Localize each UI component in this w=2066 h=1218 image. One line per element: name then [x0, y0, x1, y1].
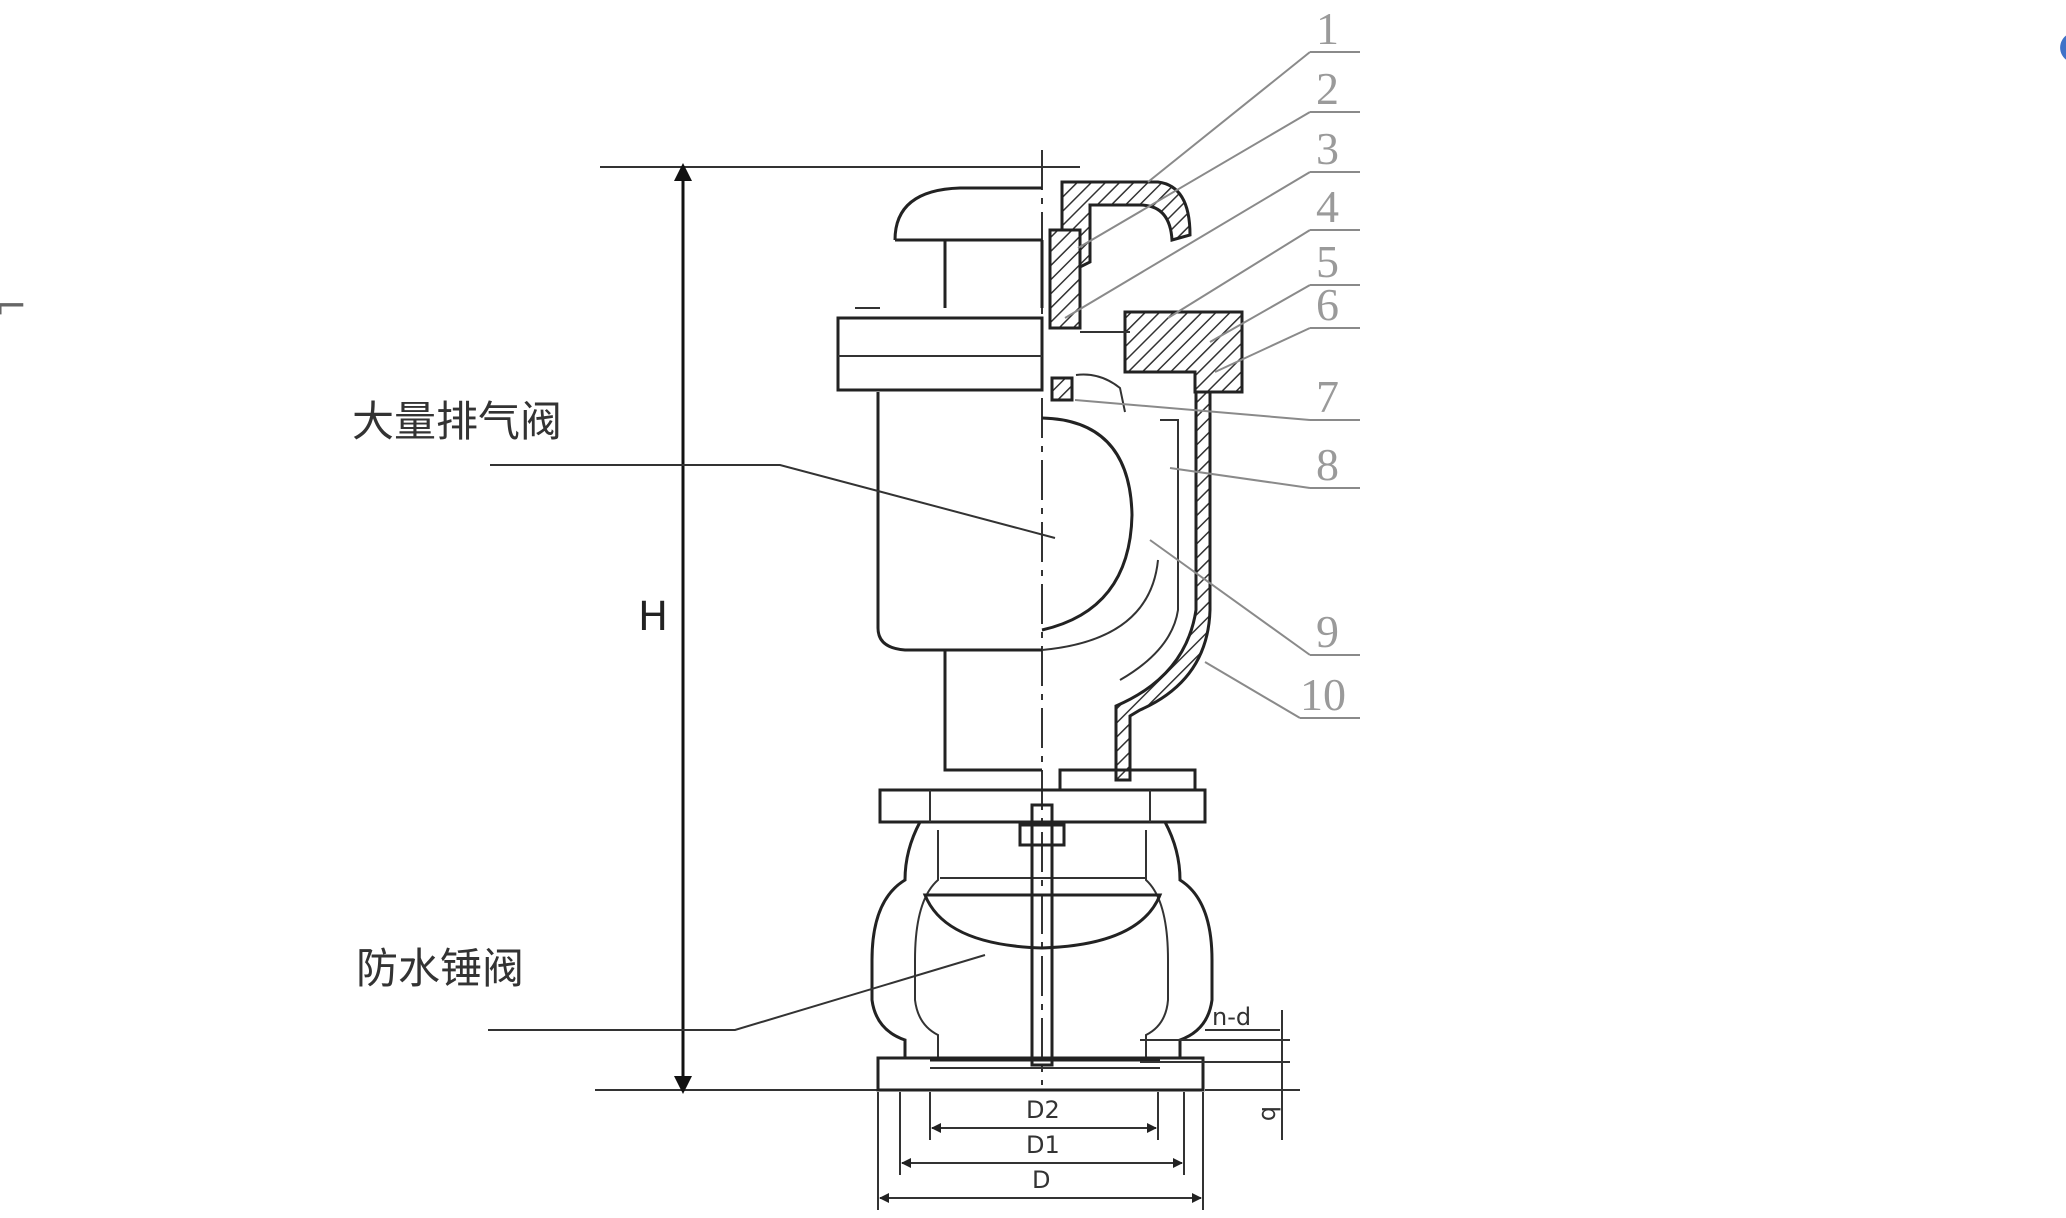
- part-6-number: 6: [1316, 279, 1339, 330]
- neck-outline: [943, 240, 1044, 308]
- part-5-number: 5: [1316, 236, 1339, 287]
- part-2-leader: [1077, 111, 1311, 249]
- upper-lower-neck: [943, 650, 1042, 772]
- float-ball: [1041, 416, 1134, 632]
- cap-section: [1060, 180, 1192, 270]
- d-label: D: [1032, 1166, 1050, 1194]
- part-3-leader: [1064, 171, 1311, 319]
- stem-collar: [1018, 823, 1066, 847]
- lower-body-left: [870, 821, 922, 1058]
- anti-water-hammer-leader: [488, 954, 986, 1031]
- anti-water-hammer-label: 防水锤阀: [356, 944, 524, 993]
- mid-flange: [878, 788, 1207, 824]
- part-10-leader: [1204, 661, 1301, 719]
- part-5-leader: [1209, 284, 1311, 343]
- lower-body-right: [1163, 821, 1214, 1058]
- part-1-leader: [1147, 51, 1311, 183]
- part-9-leader: [1149, 539, 1311, 656]
- d1-label: D1: [1026, 1131, 1060, 1159]
- part-4-leader: [1167, 229, 1311, 319]
- valve-stem: [1030, 803, 1054, 1067]
- part-callouts: 1 2 3 4 5 6 7 8 9 10: [1064, 3, 1360, 720]
- bottom-flange: [876, 1056, 1205, 1092]
- check-disc: [922, 893, 1163, 950]
- cap-outline: [893, 186, 1042, 242]
- inner-liner: [1119, 419, 1179, 681]
- b-label: b: [1256, 1106, 1284, 1121]
- part-9-number: 9: [1316, 606, 1339, 657]
- lever-detail: [1075, 373, 1126, 413]
- lower-inner-right: [1145, 830, 1169, 1058]
- part-1-number: 1: [1316, 3, 1339, 54]
- part-4-number: 4: [1316, 181, 1339, 232]
- part-7-number: 7: [1316, 371, 1339, 422]
- part-7-leader: [1074, 399, 1311, 421]
- seat-detail: [1050, 376, 1074, 402]
- large-exhaust-valve-label: 大量排气阀: [352, 397, 562, 446]
- part-2-number: 2: [1316, 63, 1339, 114]
- height-label-bg: [630, 590, 680, 640]
- body-wall-section: [1114, 390, 1212, 782]
- nd-label: n-d: [1212, 1003, 1251, 1031]
- left-edge-glyph: ⌐: [0, 284, 28, 330]
- upper-flange: [836, 316, 1044, 392]
- part-3-number: 3: [1316, 123, 1339, 174]
- part-10-number: 10: [1300, 669, 1346, 720]
- part-8-number: 8: [1316, 439, 1339, 490]
- large-exhaust-valve-leader: [490, 464, 1056, 539]
- d2-label: D2: [1026, 1096, 1060, 1124]
- height-label: H: [638, 594, 668, 640]
- float-guide: [1041, 559, 1159, 651]
- part-8-leader: [1169, 467, 1311, 489]
- hub-section: [1048, 228, 1082, 330]
- upper-body-outline: [876, 392, 1042, 652]
- lower-inner-left: [914, 830, 939, 1058]
- part-6-leader: [1214, 327, 1311, 373]
- right-flange-section: [1123, 310, 1244, 394]
- edge-glyph: ●: [2058, 22, 2066, 68]
